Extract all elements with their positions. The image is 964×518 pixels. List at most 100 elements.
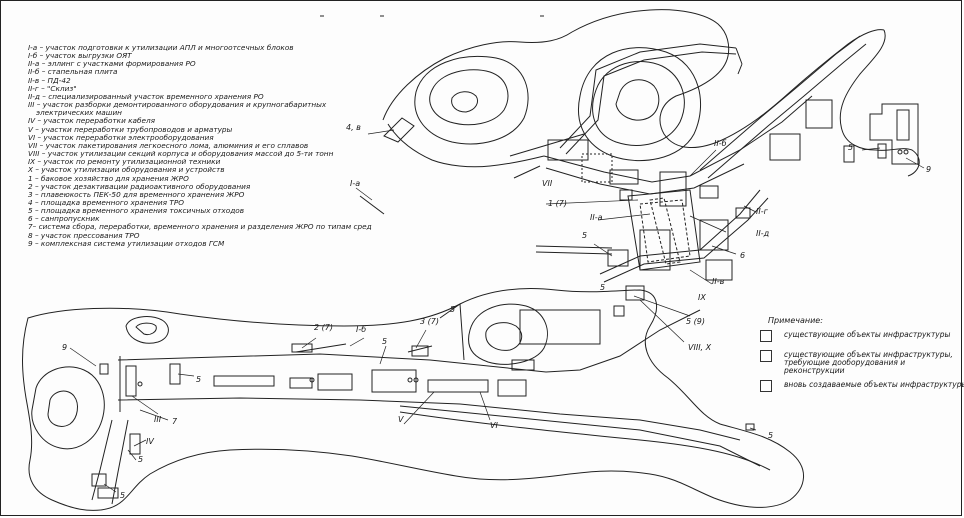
- hill: [468, 303, 548, 365]
- map-label: II-б: [714, 139, 727, 148]
- hill: [485, 322, 523, 351]
- swatch-reconstruction: [760, 350, 772, 362]
- pier: [407, 345, 433, 353]
- building: [317, 373, 353, 391]
- building: [125, 365, 137, 397]
- map-label: I-б: [356, 325, 366, 334]
- road: [117, 397, 741, 441]
- building: [805, 99, 833, 129]
- road: [707, 43, 867, 179]
- road: [91, 419, 113, 501]
- leader-line: [367, 129, 395, 135]
- leader-line: [127, 449, 137, 461]
- lake: [31, 366, 105, 450]
- map-label: V: [398, 415, 404, 424]
- leader-line: [103, 483, 117, 493]
- legend-item: VI – участок переработки электрооборудов…: [28, 132, 214, 142]
- jetty: [535, 251, 613, 255]
- building: [769, 133, 801, 161]
- leader-line: [593, 243, 613, 257]
- legend-item: II-г – "Склиз": [28, 83, 77, 93]
- map-label: 3 (7): [420, 317, 439, 326]
- building: [639, 229, 671, 271]
- leader-line: [861, 147, 881, 151]
- map-label: VIII, X: [688, 343, 712, 352]
- legend-item: 9 – комплексная система утилизации отход…: [28, 238, 225, 248]
- map-label: IV: [146, 437, 154, 446]
- north-coastline-inner: [387, 123, 545, 168]
- building: [291, 343, 313, 353]
- legend-item: 1 – баковое хозяйство для хранения ЖРО: [28, 173, 189, 183]
- legend-item: 2 – участок дезактивации радиоактивного …: [28, 181, 251, 191]
- leader-line: [131, 395, 159, 415]
- slipway: [649, 197, 681, 265]
- south-strip: [399, 405, 761, 467]
- road: [699, 35, 861, 171]
- map-label: 5: [450, 305, 455, 314]
- building: [99, 363, 109, 375]
- tank: [413, 377, 419, 383]
- map-label: 4, в: [346, 123, 361, 132]
- legend-item: 5 – площадка временного хранения токсичн…: [28, 206, 245, 216]
- building: [613, 305, 625, 317]
- contour: [414, 56, 529, 145]
- hill: [135, 322, 157, 335]
- building: [619, 189, 633, 201]
- road: [359, 195, 385, 215]
- lake: [615, 79, 660, 121]
- map-label: IX: [698, 293, 706, 302]
- map-label: 7: [172, 417, 178, 426]
- map-label: II-а: [590, 213, 603, 222]
- legend-item: 8 – участок прессования ТРО: [28, 230, 140, 240]
- map-label: 9: [62, 343, 67, 352]
- map-label: 5: [768, 431, 773, 440]
- tank: [903, 149, 909, 155]
- leader-line: [349, 337, 365, 347]
- road: [735, 47, 743, 75]
- building: [745, 423, 755, 431]
- swatch-existing: [760, 330, 772, 342]
- leader-line: [711, 245, 737, 255]
- leader-line: [639, 299, 685, 343]
- legend-item: 7– система сбора, переработки, временног…: [28, 222, 372, 232]
- building: [97, 487, 119, 499]
- building: [699, 219, 729, 251]
- leader-line: [633, 295, 691, 317]
- pier: [543, 95, 813, 183]
- leader-line: [133, 439, 147, 447]
- map-label: 1 (7): [548, 199, 567, 208]
- slipway: [639, 199, 691, 263]
- legend-item: VII – участок пакетирования легкоесного …: [28, 140, 309, 150]
- leader-line: [905, 157, 925, 169]
- leader-line: [177, 373, 195, 377]
- building: [607, 249, 629, 267]
- pier: [439, 303, 465, 361]
- legend-item: электрических машин: [36, 108, 122, 118]
- pier: [545, 163, 745, 195]
- legend-item: X – участок утилизации оборудования и ус…: [28, 165, 225, 175]
- building: [869, 103, 919, 165]
- legend-item: I-а – участок подготовки к утилизации АП…: [28, 43, 294, 52]
- building: [877, 143, 887, 159]
- road: [603, 197, 769, 283]
- map-label: 5: [600, 283, 605, 292]
- building: [896, 109, 910, 141]
- legend-item: I-б – участок выгрузки ОЯТ: [28, 51, 132, 61]
- north-coastline: [382, 9, 885, 149]
- tank: [407, 377, 413, 383]
- building: [511, 359, 535, 371]
- lake: [47, 390, 78, 427]
- map-label: II-д: [756, 229, 770, 238]
- leader-line: [545, 199, 639, 205]
- leader-line: [749, 427, 757, 431]
- road: [383, 117, 415, 143]
- legend-item: II-д – специализированный участок времен…: [28, 91, 264, 101]
- legend-item: V – участки переработки трубопроводов и …: [28, 124, 233, 134]
- legend-item: IX – участок по ремонту утилизационной т…: [28, 157, 221, 167]
- building: [705, 259, 733, 281]
- lake: [429, 69, 509, 126]
- east-coastline: [839, 29, 920, 177]
- building: [371, 369, 417, 393]
